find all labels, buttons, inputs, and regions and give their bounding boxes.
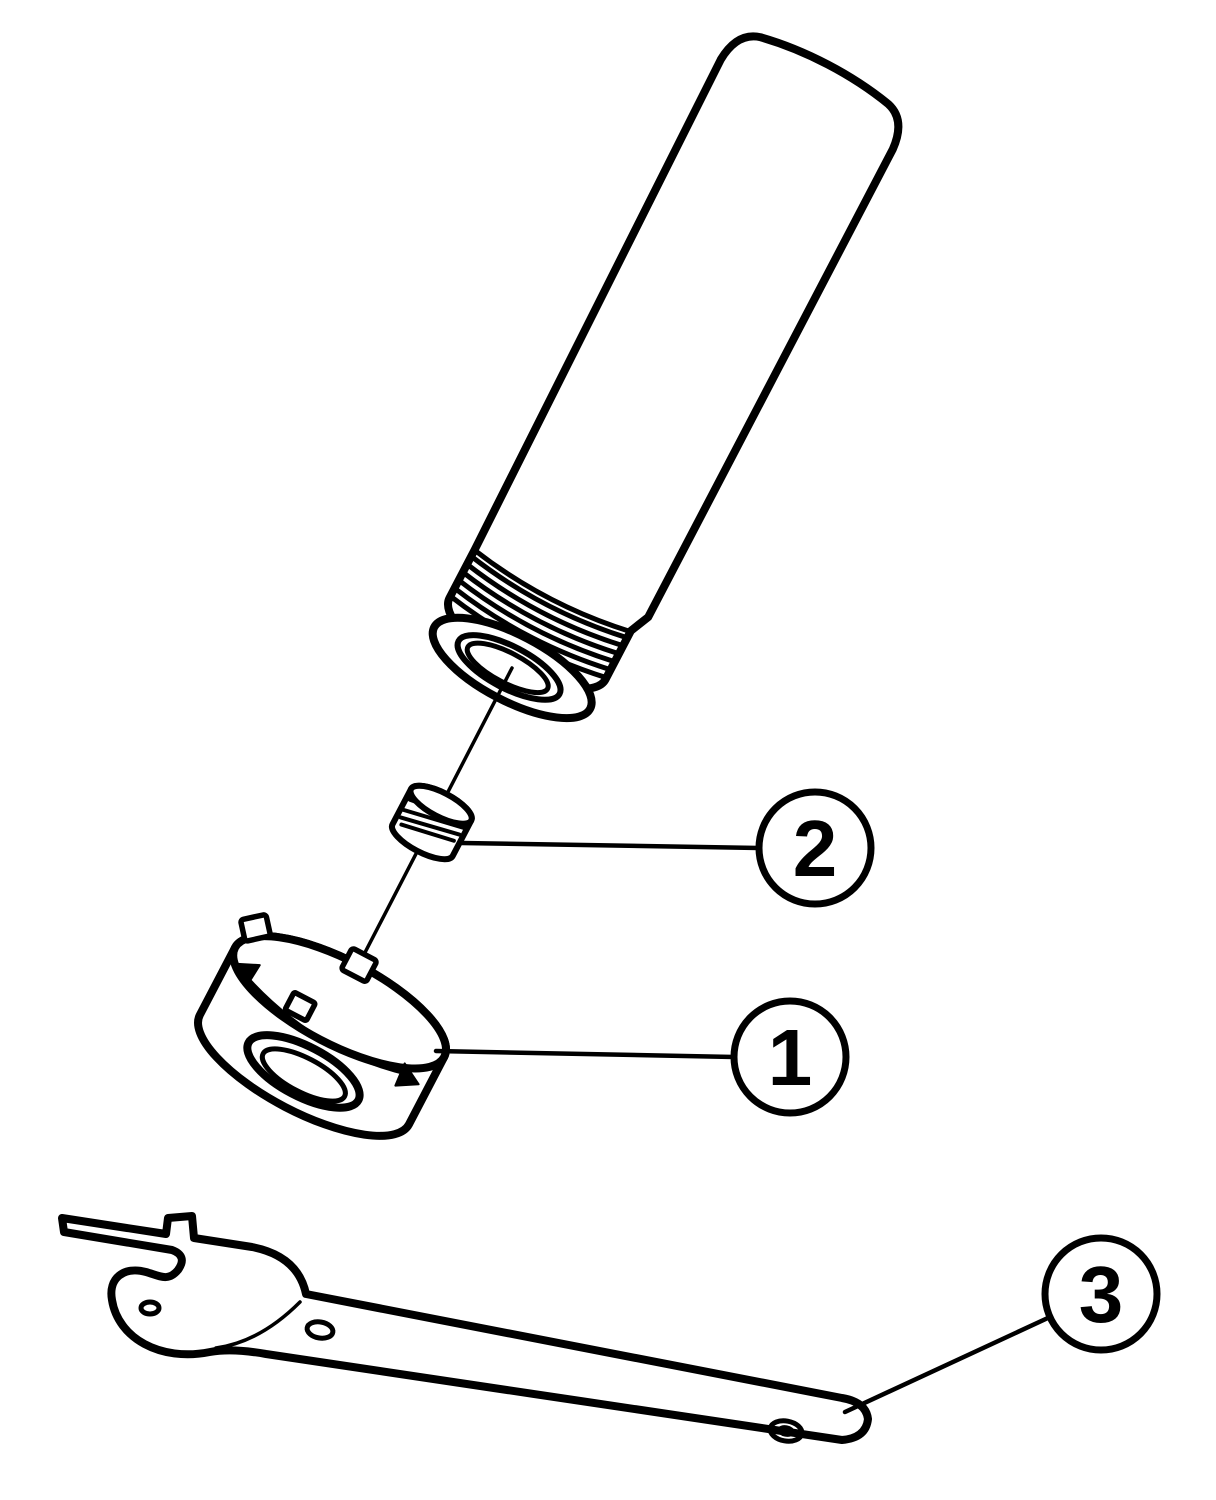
wrench-tip-hole <box>767 1418 805 1444</box>
callout-2: 2 <box>755 788 875 908</box>
callout-3-number: 3 <box>1079 1250 1124 1339</box>
collet-top-face <box>407 782 475 827</box>
wrench-mid-hole <box>304 1319 336 1341</box>
nut-bore-outer <box>243 1031 364 1112</box>
callout-2-circle <box>755 788 875 908</box>
cylindrical-tool-body <box>428 32 903 723</box>
leader-line-2 <box>459 840 762 851</box>
thread-lines <box>447 547 633 681</box>
collet-thread-lines <box>398 797 466 843</box>
callout-3-circle <box>1041 1234 1161 1354</box>
nut-slot-face <box>282 990 318 1024</box>
nut-arrow-left <box>234 962 261 989</box>
callout-1-circle <box>730 997 850 1117</box>
callout-1-number: 1 <box>768 1013 813 1102</box>
nut-arrow-right <box>394 1062 420 1087</box>
nut-slot-top <box>339 946 379 984</box>
nut-direction-arc <box>243 973 410 1076</box>
clamping-nut <box>194 912 450 1140</box>
leader-line-1 <box>433 1048 737 1060</box>
bore-opening <box>454 632 564 703</box>
callout-3: 3 <box>1041 1234 1161 1354</box>
callout-1: 1 <box>730 997 850 1117</box>
collet <box>388 782 475 863</box>
wrench-outline <box>58 1212 872 1444</box>
nut-slot-left <box>238 912 273 944</box>
wrench-jaw-hole <box>138 1299 162 1317</box>
bore-inner-edge <box>464 640 551 696</box>
nut-bore-inner <box>259 1046 348 1104</box>
spanner-wrench <box>58 1212 872 1444</box>
leader-line-3 <box>842 1314 1053 1415</box>
callout-2-number: 2 <box>793 804 838 893</box>
wrench-bend-line <box>214 1300 302 1350</box>
wrench-tip-hole-inner <box>777 1425 795 1437</box>
